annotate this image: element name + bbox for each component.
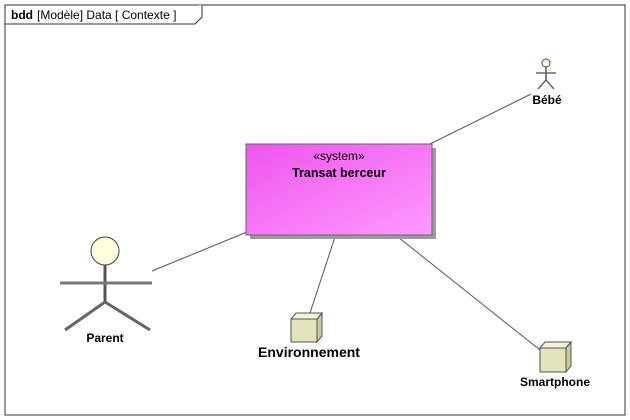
system-stereotype: «system» (313, 149, 365, 163)
baby-leg-left (537, 79, 547, 90)
parent-label: Parent (86, 331, 123, 345)
baby-head-icon (541, 58, 551, 68)
actor-parent[interactable] (60, 236, 152, 332)
frame-title: bdd [Modèle] Data [ Contexte ] (11, 8, 176, 22)
environment-node-icon[interactable] (289, 311, 324, 344)
system-block[interactable] (245, 143, 433, 236)
system-name: Transat berceur (292, 166, 386, 180)
assoc-environment-system (309, 236, 336, 314)
frame-kind: bdd (11, 8, 33, 22)
smartphone-label: Smartphone (520, 375, 590, 389)
environment-label: Environnement (258, 344, 360, 360)
baby-leg-right (545, 79, 555, 90)
assoc-baby-system (427, 93, 532, 146)
smartphone-node-icon[interactable] (538, 340, 573, 374)
parent-leg-left (64, 300, 106, 332)
baby-label: Bébé (532, 93, 562, 107)
actor-baby[interactable] (536, 58, 556, 90)
parent-leg-right (104, 300, 151, 332)
assoc-parent-system (151, 231, 248, 272)
assoc-smartphone-system (397, 236, 541, 351)
frame-title-tab (5, 5, 203, 25)
frame-name: [Modèle] Data [ Contexte ] (37, 8, 176, 22)
parent-head-icon (90, 236, 120, 266)
